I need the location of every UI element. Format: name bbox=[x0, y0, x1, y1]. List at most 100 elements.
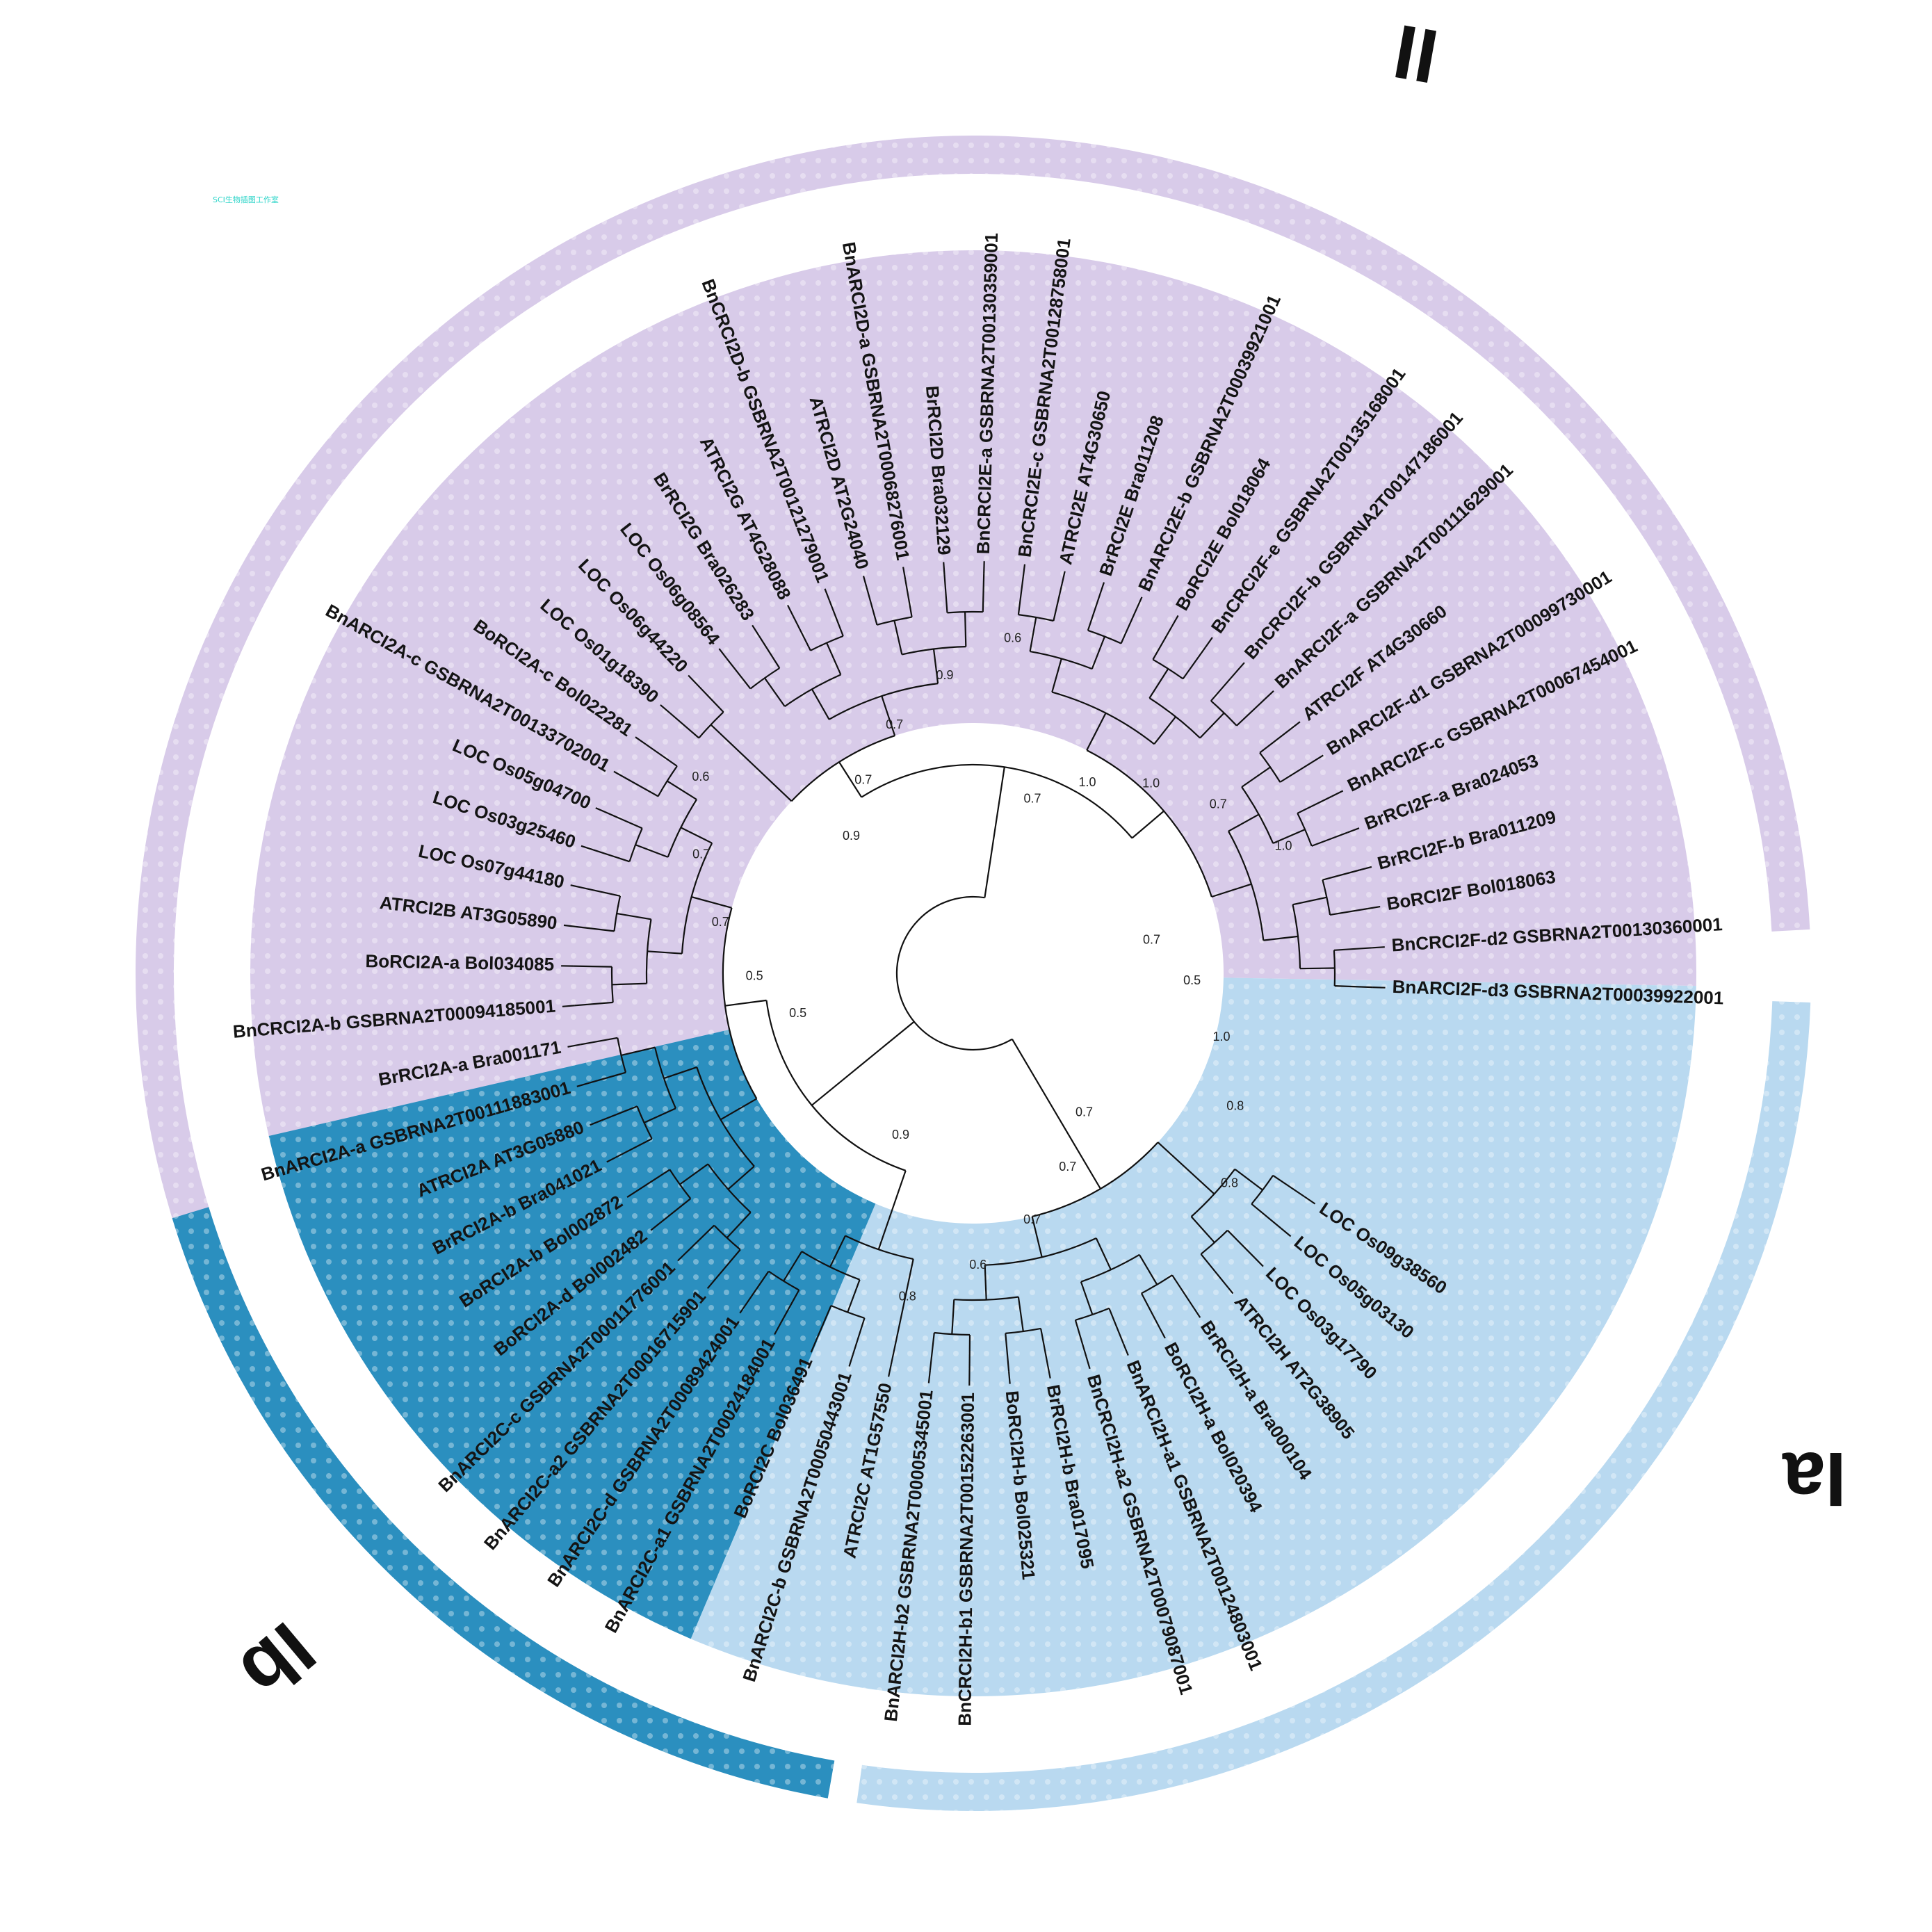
branch bbox=[1292, 896, 1327, 906]
support-value: 1.0 bbox=[1142, 777, 1160, 790]
branch bbox=[637, 1169, 670, 1192]
branch bbox=[764, 677, 786, 707]
branch bbox=[1272, 829, 1306, 845]
branch bbox=[929, 1332, 935, 1371]
branch bbox=[567, 1044, 581, 1048]
branch bbox=[1211, 883, 1252, 898]
branch bbox=[645, 743, 678, 767]
leaf-label: BnCRCI2H-b1 GSBRNA2T00152263001 bbox=[954, 1393, 978, 1726]
branch bbox=[888, 1364, 892, 1377]
branch bbox=[1228, 831, 1265, 941]
branch bbox=[562, 1005, 575, 1007]
branch bbox=[1153, 716, 1176, 745]
branch bbox=[1280, 1228, 1292, 1237]
branch bbox=[1251, 1203, 1282, 1229]
sector-pattern-Ib bbox=[268, 1029, 876, 1639]
branch bbox=[1199, 712, 1225, 739]
branch bbox=[1095, 1237, 1112, 1270]
branch bbox=[1329, 907, 1368, 916]
branch bbox=[574, 1001, 613, 1007]
branch bbox=[727, 1165, 755, 1190]
branch bbox=[686, 1224, 715, 1253]
branch bbox=[824, 588, 831, 601]
branch bbox=[1140, 1292, 1160, 1328]
branch bbox=[1108, 1308, 1125, 1345]
branch bbox=[783, 1251, 803, 1282]
branch bbox=[669, 712, 700, 739]
branch bbox=[1086, 749, 1212, 898]
branch bbox=[1259, 729, 1291, 754]
branch bbox=[610, 966, 614, 1002]
support-value: 0.7 bbox=[712, 915, 729, 929]
branch bbox=[1030, 651, 1093, 670]
branch bbox=[660, 704, 671, 714]
branch bbox=[968, 1334, 971, 1374]
support-value: 0.6 bbox=[1004, 631, 1021, 644]
branch bbox=[1152, 626, 1173, 660]
branch bbox=[1204, 637, 1213, 649]
branch bbox=[964, 612, 967, 647]
tree-branches bbox=[561, 561, 1386, 1386]
branch bbox=[1053, 583, 1063, 622]
branch bbox=[621, 1046, 656, 1056]
branch bbox=[787, 605, 795, 617]
branch bbox=[1158, 1326, 1166, 1339]
branch bbox=[890, 1258, 914, 1365]
branch bbox=[811, 1021, 915, 1106]
branch bbox=[1311, 831, 1348, 847]
branch bbox=[1171, 1274, 1194, 1308]
support-value: 0.5 bbox=[1183, 973, 1201, 987]
branch bbox=[606, 812, 643, 829]
branch bbox=[1152, 658, 1184, 680]
branch bbox=[1224, 1283, 1234, 1294]
branch bbox=[1234, 1168, 1263, 1191]
clade-label-II: II bbox=[1388, 8, 1445, 100]
branch bbox=[1052, 691, 1155, 745]
support-value: 0.9 bbox=[936, 668, 953, 682]
branch bbox=[1136, 596, 1143, 609]
branch bbox=[927, 1370, 931, 1383]
branch bbox=[739, 1302, 748, 1314]
branch bbox=[810, 1340, 817, 1353]
support-value: 0.7 bbox=[1210, 797, 1227, 811]
branch bbox=[726, 658, 752, 690]
branch bbox=[1182, 647, 1206, 680]
branch bbox=[663, 1066, 697, 1080]
branch bbox=[660, 1198, 691, 1224]
branch bbox=[715, 1249, 741, 1280]
branch bbox=[581, 845, 594, 851]
branch bbox=[1322, 869, 1360, 881]
branch bbox=[1074, 1320, 1087, 1357]
branch bbox=[1304, 1196, 1316, 1205]
branch bbox=[1131, 810, 1164, 839]
branch bbox=[1080, 1253, 1140, 1283]
support-value: 0.5 bbox=[746, 968, 763, 982]
branch bbox=[1333, 950, 1336, 987]
branch bbox=[779, 1290, 800, 1324]
branch bbox=[626, 1190, 638, 1199]
branch bbox=[768, 1270, 799, 1291]
branch bbox=[1200, 1253, 1226, 1285]
support-value: 1.0 bbox=[1212, 1030, 1230, 1044]
support-value: 1.0 bbox=[1274, 839, 1292, 853]
branch bbox=[595, 807, 608, 814]
branch bbox=[563, 924, 577, 928]
branch bbox=[588, 1071, 626, 1084]
support-value: 0.7 bbox=[1143, 933, 1160, 947]
branch bbox=[635, 844, 669, 858]
branch bbox=[1005, 1327, 1041, 1334]
branch bbox=[679, 1163, 709, 1185]
branch bbox=[1226, 1229, 1256, 1258]
sector-pattern-Ia bbox=[690, 977, 1696, 1696]
branch bbox=[1087, 629, 1122, 644]
branch bbox=[1333, 947, 1372, 951]
branch bbox=[1190, 1216, 1215, 1244]
branch bbox=[1263, 935, 1299, 941]
branch bbox=[1122, 1343, 1129, 1356]
branch bbox=[644, 1107, 676, 1123]
branch bbox=[829, 1235, 846, 1267]
branch bbox=[583, 887, 621, 897]
support-value: 0.7 bbox=[692, 847, 710, 861]
branch bbox=[790, 735, 895, 802]
